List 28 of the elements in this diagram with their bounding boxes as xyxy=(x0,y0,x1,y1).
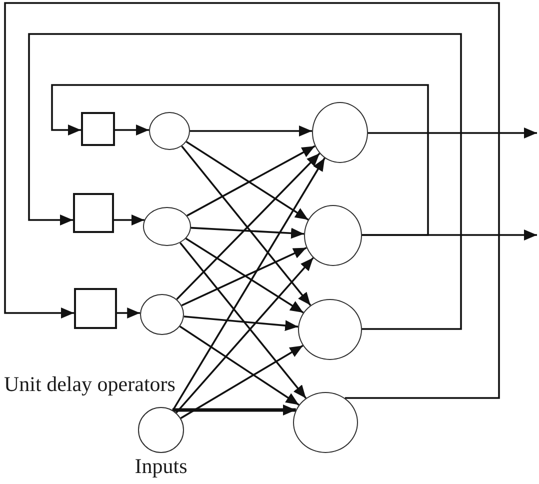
arrow xyxy=(28,33,462,330)
neuron-circle xyxy=(143,207,191,246)
arrow xyxy=(115,124,149,136)
arrow xyxy=(185,238,304,314)
arrow xyxy=(51,84,429,236)
arrow xyxy=(172,404,296,416)
arrow xyxy=(190,226,304,239)
annotation-text: Unit delay operators xyxy=(4,372,176,396)
arrow xyxy=(176,152,320,300)
arrow xyxy=(114,214,144,226)
arrow xyxy=(179,326,300,406)
arrow xyxy=(180,344,304,419)
arrow xyxy=(180,242,307,399)
node-caption: Inputs xyxy=(134,455,188,478)
neuron-circle xyxy=(149,112,190,150)
arrow xyxy=(184,316,298,332)
delay-box xyxy=(74,288,117,329)
arrow xyxy=(190,126,312,136)
arrow xyxy=(181,146,312,306)
arrow xyxy=(176,257,314,414)
arrow xyxy=(172,158,326,411)
neuron-circle xyxy=(140,294,184,335)
delay-box xyxy=(81,112,115,146)
arrow xyxy=(368,128,537,138)
neuron-circle xyxy=(138,407,184,453)
delay-box xyxy=(73,193,114,233)
arrow xyxy=(181,246,307,306)
arrow xyxy=(117,308,140,318)
